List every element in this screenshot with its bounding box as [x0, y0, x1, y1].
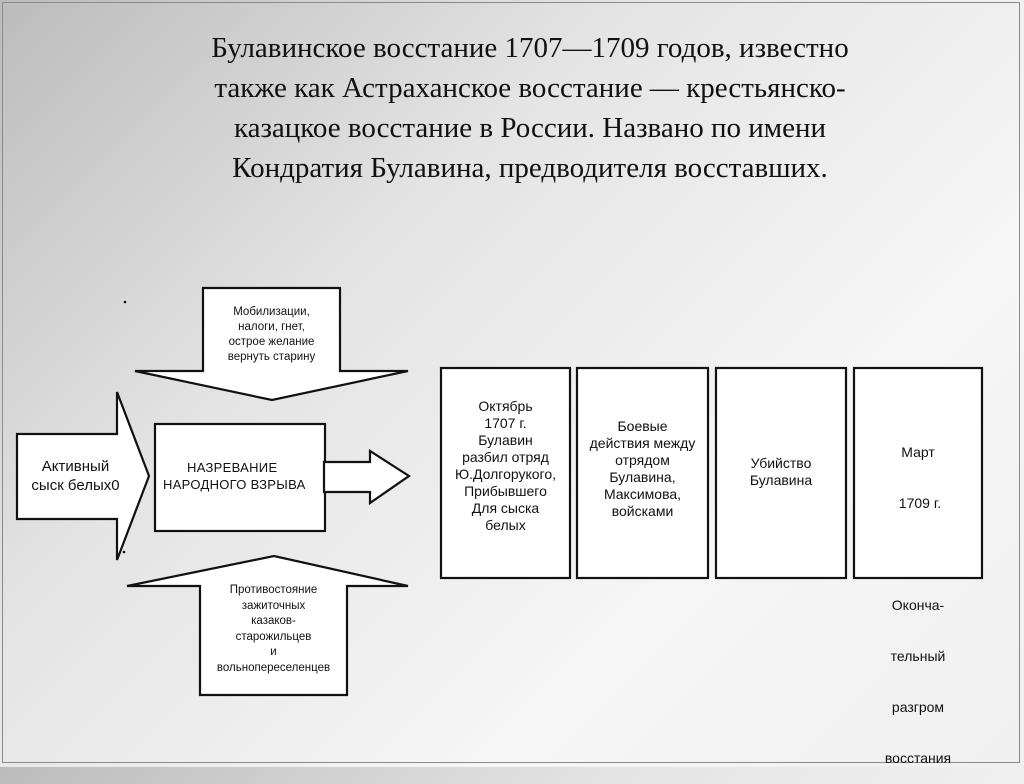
left-cause-arrow: [15, 391, 151, 561]
stray-dot: [122, 550, 126, 554]
title-line: Кондратия Булавина, предводителя восстав…: [232, 152, 828, 184]
stray-dot: [123, 300, 127, 304]
event-box: [575, 366, 710, 580]
output-arrow: [322, 448, 411, 506]
title-line: Булавинское восстание 1707—1709 годов, и…: [211, 32, 849, 64]
event-box: [714, 366, 848, 580]
title-line: казацкое восстание в России. Названо по …: [233, 112, 827, 144]
bottom-cause-arrow: [126, 554, 409, 697]
slide-title: Булавинское восстание 1707—1709 годов, и…: [120, 28, 940, 188]
event-label-2: Боевые действия между отрядом Булавина, …: [589, 418, 696, 519]
event-box: [439, 366, 572, 580]
center-label: НАЗРЕВАНИЕ НАРОДНОГО ВЗРЫВА: [163, 460, 306, 492]
title-line: также как Астраханское восстание — крест…: [214, 72, 846, 104]
event-label-3: Убийство Булавина: [749, 455, 813, 488]
slide-frame: [2, 2, 1020, 763]
bottom-cause-label: Противостояние зажиточных казаков- старо…: [216, 584, 331, 674]
top-cause-arrow: [134, 286, 409, 402]
event-label-1: Октябрь 1707 г. Булавин разбил отряд Ю.Д…: [454, 398, 557, 533]
diagram-canvas: [15, 286, 984, 697]
event-label-4: Март 1709 г. Оконча- тельный разгром вос…: [884, 444, 952, 766]
center-box: [153, 422, 327, 533]
left-cause-label: Активный сыск белых0: [31, 458, 120, 494]
top-cause-label: Мобилизации, налоги, гнет, острое желани…: [227, 306, 316, 363]
event-box: [852, 366, 984, 580]
